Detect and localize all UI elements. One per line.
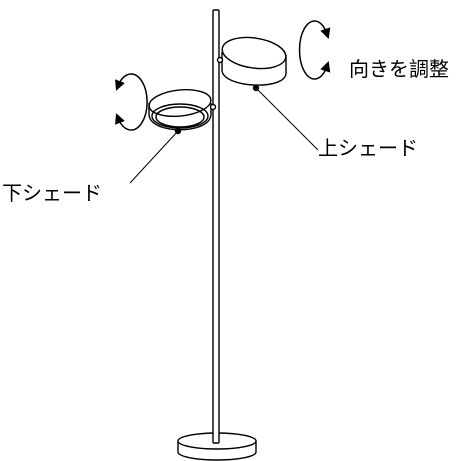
upper-shade	[216, 36, 287, 92]
lower-shade-label: 下シェード	[2, 181, 102, 205]
upper-shade-label: 上シェード	[318, 136, 418, 160]
lower-shade-leader	[129, 130, 179, 184]
adjust-direction-label: 向きを調整	[349, 57, 449, 81]
upper-rotate-arrow-icon	[298, 20, 331, 80]
lower-rotate-arrow-icon	[115, 73, 148, 131]
upper-shade-leader	[255, 87, 319, 151]
lower-shade	[148, 88, 217, 135]
lamp-pole	[212, 9, 220, 444]
